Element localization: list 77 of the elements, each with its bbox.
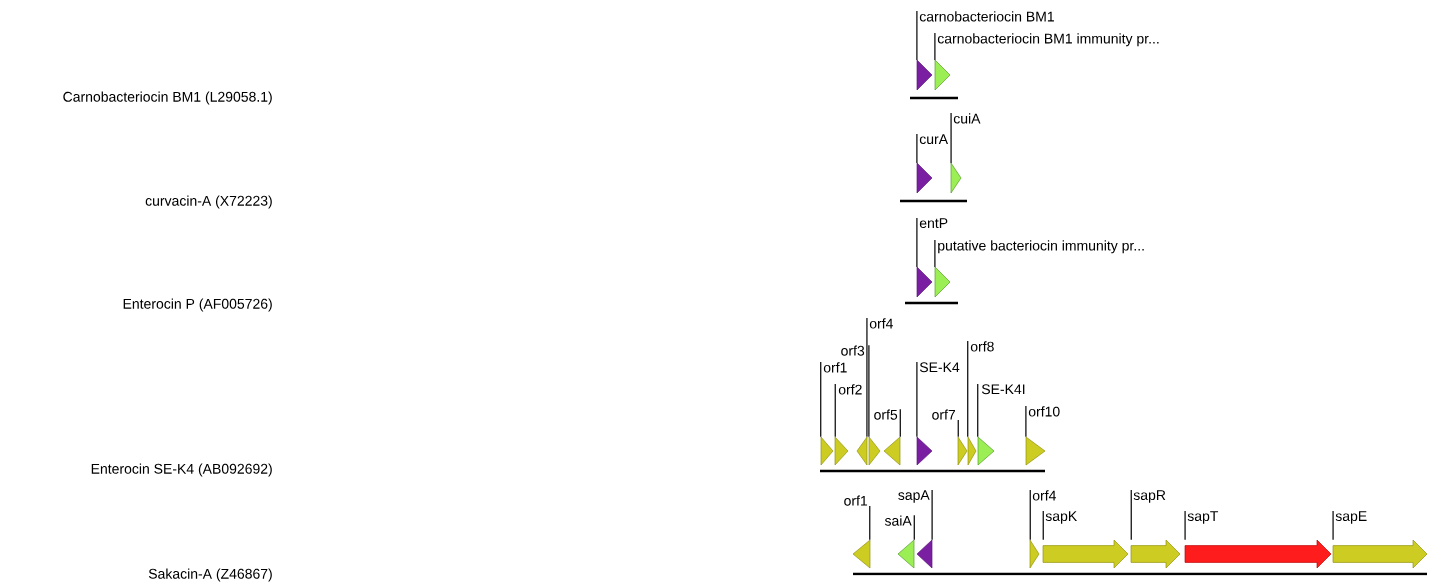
gene-label: orf1 bbox=[844, 495, 868, 506]
gene-block bbox=[934, 266, 951, 298]
leader-line bbox=[931, 489, 933, 541]
gene-label: orf2 bbox=[838, 384, 862, 395]
gene-block bbox=[1130, 539, 1181, 569]
leader-line bbox=[977, 383, 979, 438]
leader-line bbox=[869, 505, 871, 541]
gene-block bbox=[852, 539, 871, 569]
leader-line bbox=[868, 344, 870, 438]
gene-block bbox=[1184, 539, 1332, 569]
gene-block bbox=[916, 539, 933, 569]
gene-label: carnobacteriocin BM1 immunity pr... bbox=[937, 33, 1159, 47]
gene-block bbox=[1029, 539, 1040, 569]
gene-label: orf7 bbox=[932, 409, 955, 420]
gene-block bbox=[916, 266, 933, 298]
gene-block bbox=[834, 436, 849, 466]
gene-label: orf8 bbox=[970, 341, 994, 352]
leader-line bbox=[1042, 510, 1044, 541]
row-label: Enterocin P (AF005726) bbox=[123, 298, 272, 312]
leader-line bbox=[916, 133, 918, 164]
gene-block bbox=[916, 436, 933, 466]
gene-block bbox=[856, 436, 868, 466]
leader-line bbox=[1130, 489, 1132, 541]
gene-label: sapA bbox=[898, 490, 930, 503]
gene-block bbox=[916, 59, 933, 91]
gene-block bbox=[1042, 539, 1129, 569]
gene-block bbox=[934, 59, 951, 91]
leader-line bbox=[916, 361, 918, 438]
gene-block bbox=[820, 436, 834, 466]
gene-label: saiA bbox=[884, 515, 912, 526]
gene-block bbox=[977, 436, 995, 466]
row-label: Carnobacteriocin BM1 (L29058.1) bbox=[63, 91, 272, 105]
leader-line bbox=[1029, 489, 1031, 541]
gene-label: cuiA bbox=[953, 113, 981, 124]
gene-label: sapK bbox=[1045, 511, 1077, 524]
gene-block bbox=[868, 436, 881, 466]
leader-line bbox=[934, 32, 936, 61]
gene-label: orf1 bbox=[823, 362, 847, 373]
gene-block bbox=[1332, 539, 1428, 569]
leader-line bbox=[1332, 510, 1334, 541]
gene-label: sapR bbox=[1133, 490, 1166, 503]
gene-label: carnobacteriocin BM1 bbox=[919, 11, 1054, 22]
gene-label: curA bbox=[919, 134, 948, 145]
row-label: curvacin-A (X72223) bbox=[145, 195, 272, 209]
gene-label: sapE bbox=[1335, 511, 1367, 524]
leader-line bbox=[967, 340, 969, 438]
leader-line bbox=[866, 317, 868, 438]
row-label: Enterocin SE-K4 (AB092692) bbox=[91, 463, 272, 477]
gene-block bbox=[957, 436, 968, 466]
leader-line bbox=[913, 514, 915, 541]
gene-label: SE-K4I bbox=[981, 384, 1025, 395]
gene-block bbox=[916, 162, 933, 194]
gene-label: orf10 bbox=[1028, 406, 1060, 417]
gene-block bbox=[883, 436, 901, 466]
gene-block bbox=[1025, 436, 1046, 466]
gene-label: orf5 bbox=[874, 409, 898, 420]
leader-line bbox=[1184, 510, 1186, 541]
gene-label: orf3 bbox=[841, 345, 865, 356]
leader-line bbox=[820, 361, 822, 438]
gene-block bbox=[967, 436, 977, 466]
gene-block bbox=[950, 162, 962, 194]
gene-label: putative bacteriocin immunity pr... bbox=[938, 240, 1144, 254]
leader-line bbox=[834, 383, 836, 438]
gene-block bbox=[897, 539, 915, 569]
leader-line bbox=[1025, 405, 1027, 438]
row-label: Sakacin-A (Z46867) bbox=[148, 568, 272, 582]
leader-line bbox=[950, 112, 952, 164]
gene-label: entP bbox=[919, 218, 948, 229]
gene-label: orf4 bbox=[869, 318, 893, 329]
leader-line bbox=[957, 419, 959, 438]
gene-label: orf4 bbox=[1032, 490, 1056, 501]
gene-label: sapT bbox=[1187, 511, 1219, 524]
leader-line bbox=[916, 217, 918, 268]
leader-line bbox=[916, 10, 918, 61]
leader-line bbox=[934, 239, 936, 268]
gene-label: SE-K4 bbox=[919, 362, 960, 373]
leader-line bbox=[899, 408, 901, 438]
